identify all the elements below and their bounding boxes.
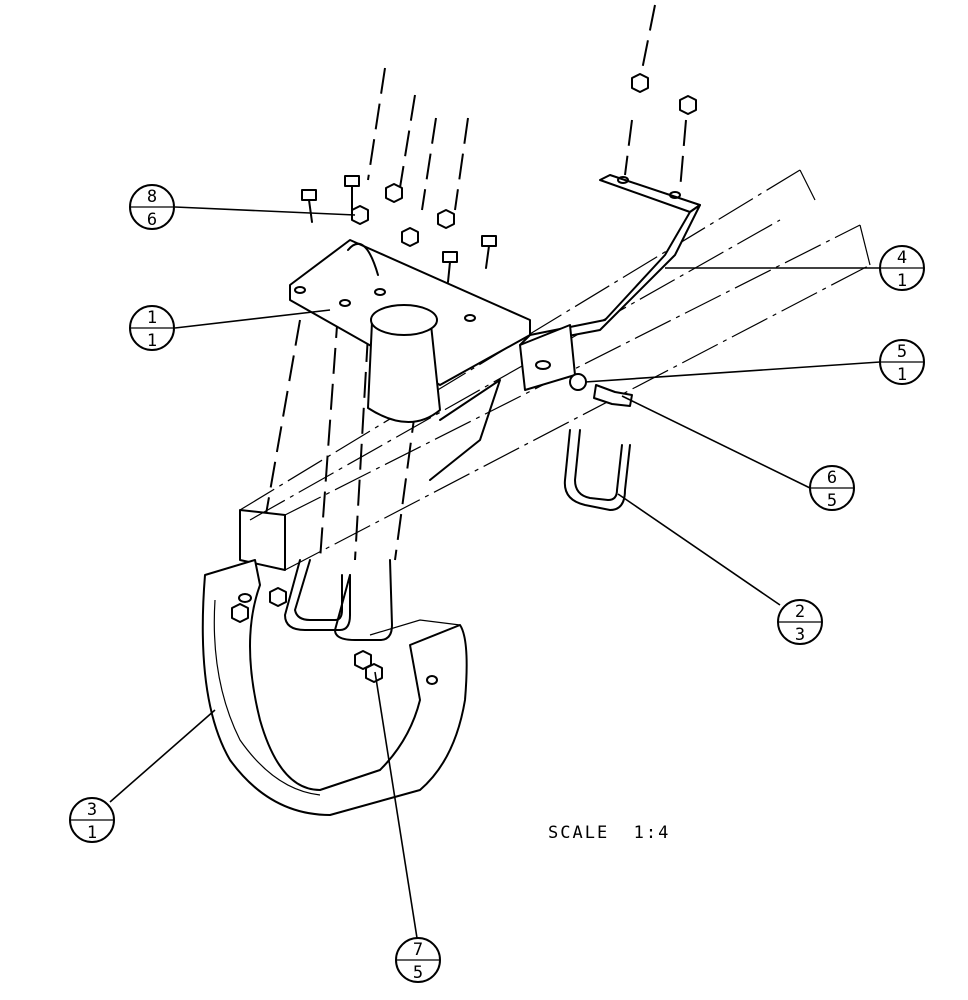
assembly-lines (264, 4, 687, 561)
balloon-item-number: 8 (147, 187, 157, 207)
upper-bracket (519, 174, 701, 391)
hanger-strap (201, 559, 468, 816)
balloon-quantity: 3 (795, 625, 805, 645)
hardware (231, 73, 697, 683)
balloon-1: 1 1 (129, 305, 175, 351)
balloon-5: 5 1 (879, 339, 925, 385)
balloon-8: 8 6 (129, 184, 175, 230)
leader-lines (109, 206, 881, 939)
balloon-quantity: 6 (147, 210, 157, 230)
balloon-6: 6 5 (809, 465, 855, 511)
mounting-plate (289, 239, 531, 481)
balloon-item-number: 5 (897, 342, 907, 362)
scale-label: SCALE 1:4 (548, 823, 670, 843)
u-bolt-right (563, 429, 631, 511)
balloon-item-number: 4 (897, 248, 907, 268)
balloon-4: 4 1 (879, 245, 925, 291)
balloon-item-number: 1 (147, 308, 157, 328)
balloon-item-number: 2 (795, 602, 805, 622)
balloon-quantity: 1 (147, 331, 157, 351)
balloon-quantity: 5 (827, 491, 837, 511)
balloon-quantity: 5 (413, 963, 423, 983)
u-bolts-lower (284, 559, 393, 641)
balloon-2: 2 3 (777, 599, 823, 645)
balloon-7: 7 5 (395, 937, 441, 983)
balloon-item-number: 7 (413, 940, 423, 960)
balloon-quantity: 1 (897, 365, 907, 385)
balloon-item-number: 6 (827, 468, 837, 488)
balloon-quantity: 1 (87, 823, 97, 843)
balloon-quantity: 1 (897, 271, 907, 291)
balloon-item-number: 3 (87, 800, 97, 820)
balloon-3: 3 1 (69, 797, 115, 843)
